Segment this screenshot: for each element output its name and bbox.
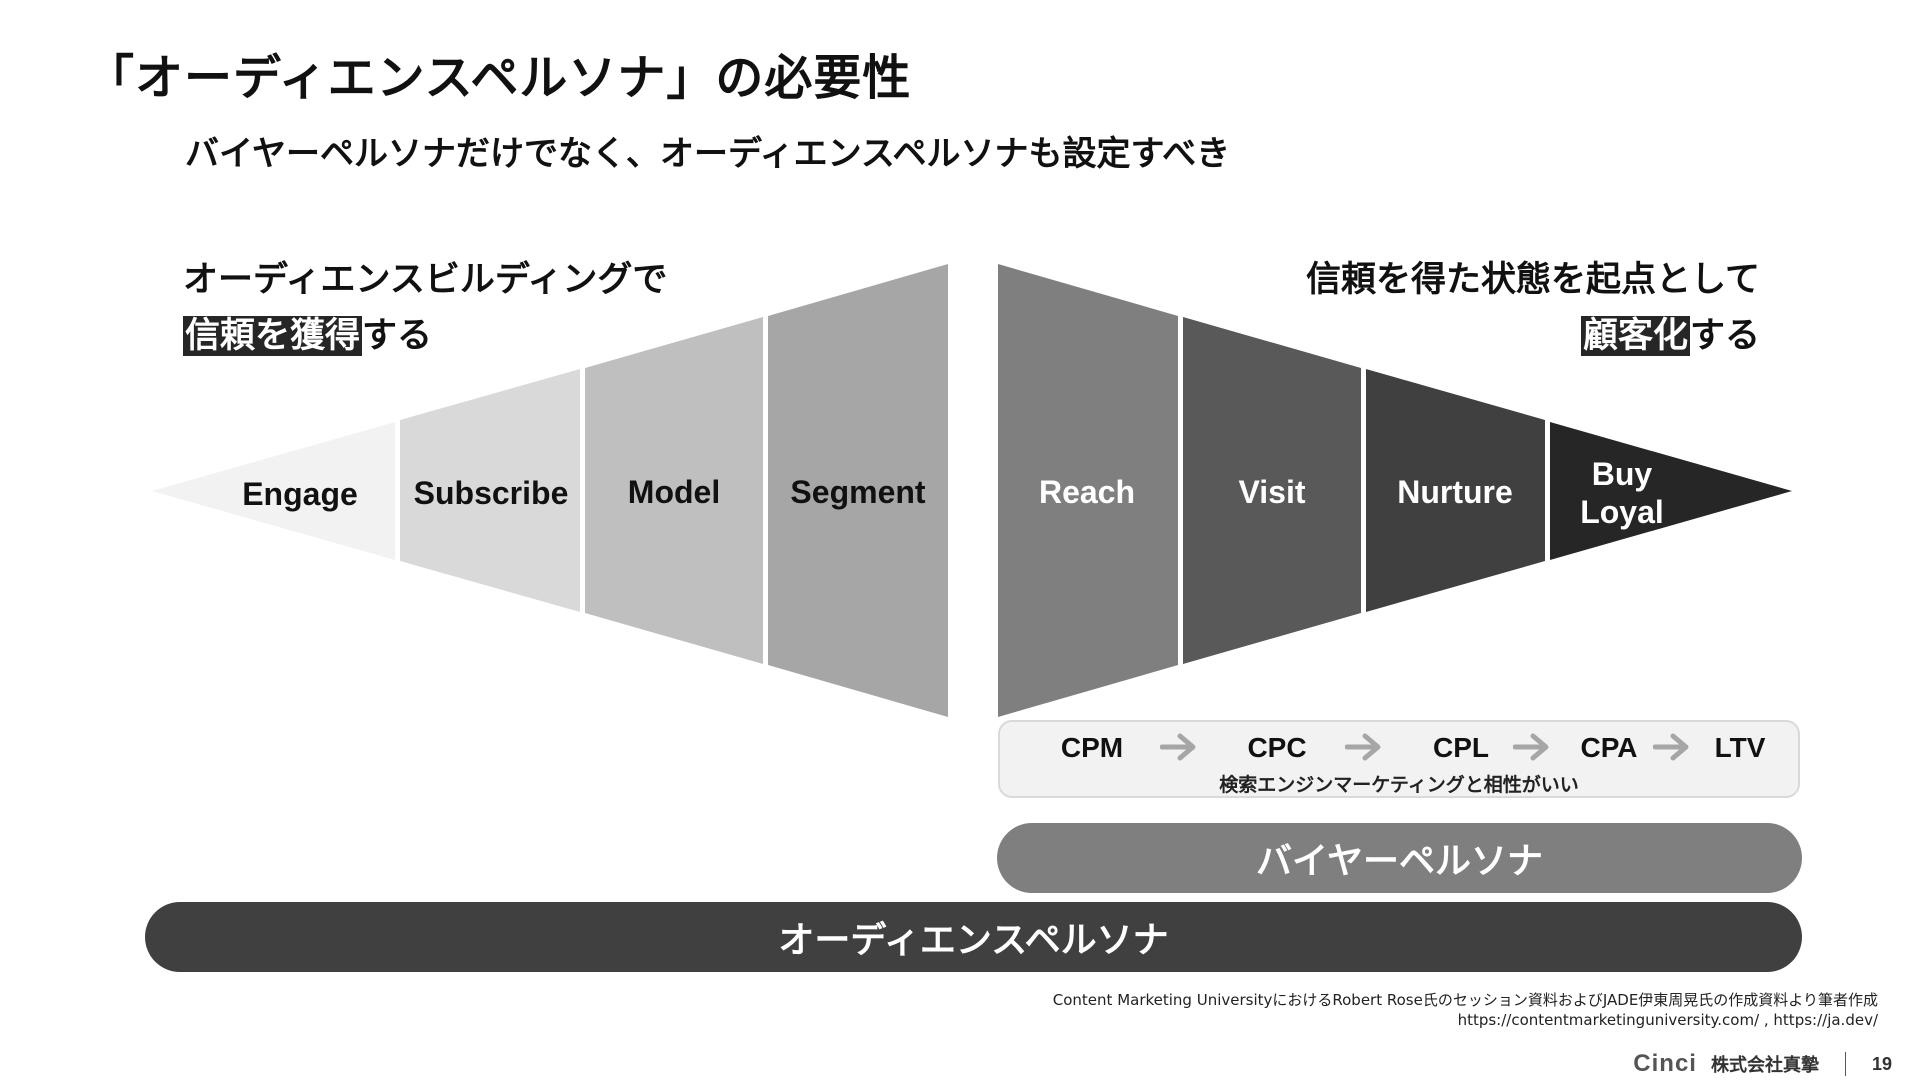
left-heading-line2: 信頼を獲得する (183, 308, 667, 364)
page-title: 「オーディエンスペルソナ」の必要性 (86, 50, 912, 106)
label-visit: Visit (1239, 474, 1306, 510)
arrow-right-icon (1653, 733, 1689, 761)
kpi-cpc: CPC (1247, 732, 1307, 763)
right-heading-rest: する (1689, 316, 1760, 356)
page-subtitle: バイヤーペルソナだけでなく、オーディエンスペルソナも設定すべき (185, 134, 1231, 174)
right-heading-line1: 信頼を得た状態を起点として (1306, 260, 1760, 300)
source-line2: https://contentmarketinguniversity.com/ … (1457, 1011, 1878, 1029)
company-name: 株式会社真摯 (1710, 1055, 1819, 1076)
kpi-cpl: CPL (1433, 732, 1489, 763)
funnel-segment-visit (1183, 317, 1361, 664)
right-heading-highlight: 顧客化 (1580, 316, 1690, 356)
footer-divider (1844, 1052, 1846, 1076)
audience-persona-bar: オーディエンスペルソナ (145, 902, 1802, 972)
funnel-segment-segment (768, 264, 948, 717)
funnel-segment-model (585, 317, 763, 664)
right-heading: 信頼を得た状態を起点として 顧客化する (1306, 252, 1760, 364)
kpi-note: 検索エンジンマーケティングと相性がいい (1219, 774, 1579, 796)
funnel-segment-reach (998, 264, 1178, 717)
label-model: Model (628, 474, 720, 510)
funnel-segment-buy-loyal (1550, 422, 1792, 560)
footer: Cinci 株式会社真摯 19 (1633, 1050, 1892, 1078)
arrow-right-icon (1160, 733, 1196, 761)
label-buy: Buy (1592, 456, 1653, 492)
funnel-segment-engage (152, 422, 395, 560)
label-reach: Reach (1039, 474, 1135, 510)
funnel-segment-subscribe (400, 369, 580, 612)
label-engage: Engage (242, 476, 358, 512)
kpi-box: CPM CPC CPL CPA LTV 検索エンジンマーケティングと相性がいい (998, 720, 1800, 798)
label-loyal: Loyal (1580, 494, 1664, 530)
left-heading-rest: する (362, 316, 433, 356)
kpi-cpm: CPM (1060, 732, 1124, 763)
kpi-cpa: CPA (1580, 732, 1638, 763)
right-heading-line2: 顧客化する (1306, 308, 1760, 364)
left-heading: オーディエンスビルディングで 信頼を獲得する (183, 252, 667, 364)
company-logo: Cinci (1633, 1050, 1697, 1077)
arrow-right-icon (1513, 733, 1549, 761)
label-subscribe: Subscribe (414, 475, 569, 511)
arrow-right-icon (1345, 733, 1381, 761)
buyer-persona-bar: バイヤーペルソナ (997, 823, 1802, 893)
left-heading-line1: オーディエンスビルディングで (183, 260, 668, 300)
source-note: Content Marketing UniversityにおけるRobert R… (1053, 990, 1878, 1030)
source-line1: Content Marketing UniversityにおけるRobert R… (1052, 991, 1878, 1009)
funnel-segment-nurture (1366, 369, 1545, 612)
kpi-ltv: LTV (1714, 732, 1766, 763)
page-number: 19 (1871, 1053, 1892, 1074)
left-heading-highlight: 信頼を獲得 (183, 316, 363, 356)
label-nurture: Nurture (1397, 474, 1513, 510)
label-segment: Segment (790, 474, 925, 510)
